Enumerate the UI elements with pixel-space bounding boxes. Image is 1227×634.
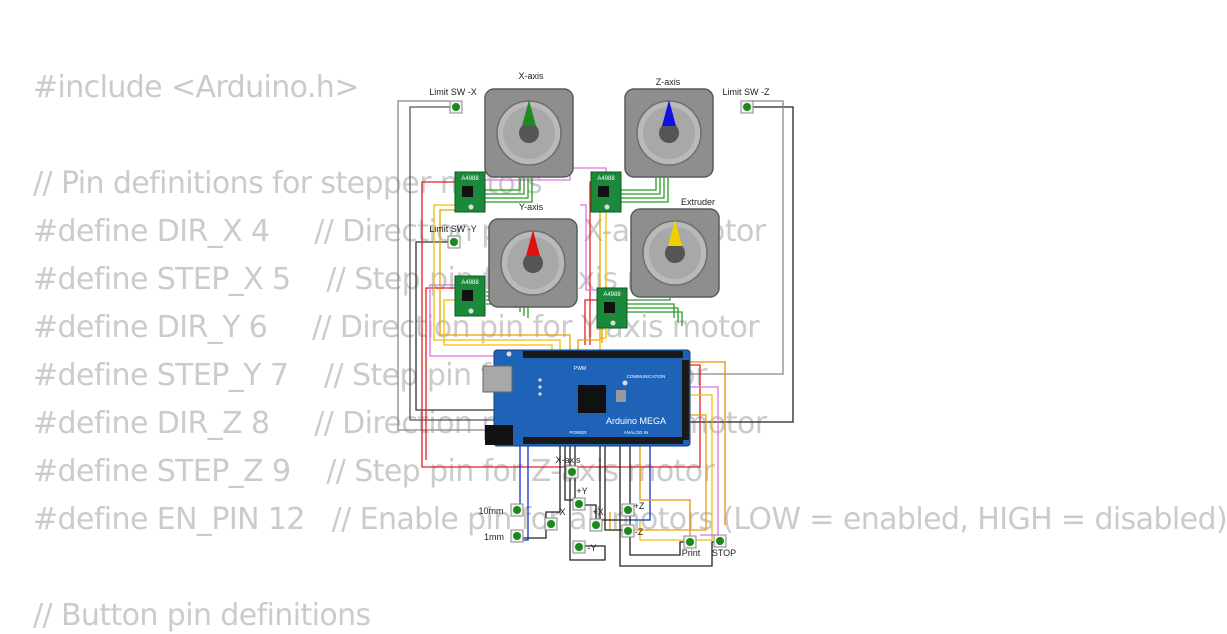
wires — [397, 100, 794, 567]
code-line: #define EN_PIN 12 // Enable pin for all … — [33, 502, 1227, 537]
button-label: +X — [592, 507, 603, 517]
button-plus-y[interactable] — [572, 497, 586, 511]
button-label: -Z — [635, 527, 644, 537]
driver-extruder: A4988 — [596, 287, 628, 329]
button-label: 10mm — [478, 506, 503, 516]
motor-pointer — [662, 100, 676, 126]
motor-pointer — [526, 230, 540, 256]
motor-pointer — [668, 220, 682, 246]
button-1mm[interactable] — [510, 529, 524, 543]
board-power-label: POWER — [569, 430, 587, 435]
button-minus-x[interactable] — [544, 517, 558, 531]
button-print[interactable] — [683, 535, 697, 549]
button-minus-y[interactable] — [572, 540, 586, 554]
limit-switch-label-y: Limit SW -Y — [429, 224, 477, 234]
board-name: Arduino MEGA — [606, 416, 666, 426]
button-stop[interactable] — [713, 534, 727, 548]
limit-switch-label-x: Limit SW -X — [429, 87, 477, 97]
button-label: Print — [682, 548, 701, 558]
button-label: X-axis — [555, 455, 581, 465]
usb-port — [482, 365, 513, 393]
driver-label: A4988 — [597, 176, 615, 182]
limit-switch-y[interactable] — [447, 235, 461, 249]
button-label: STOP — [712, 548, 736, 558]
driver-label: A4988 — [603, 292, 621, 298]
motor-label-y: Y-axis — [519, 202, 544, 212]
driver-y: A4988 — [454, 275, 486, 317]
button-10mm[interactable] — [510, 503, 524, 517]
driver-x: A4988 — [454, 171, 486, 213]
stepper-motor-extruder — [630, 208, 720, 298]
stepper-motor-y — [488, 218, 578, 308]
driver-label: A4988 — [461, 176, 479, 182]
arduino-mega-board: Arduino MEGA PWM COMMUNICATION POWER ANA… — [482, 349, 691, 447]
stepper-motor-x — [484, 88, 574, 178]
board-analog-label: ANALOG IN — [624, 430, 649, 435]
limit-switch-label-z: Limit SW -Z — [723, 87, 770, 97]
button-label: -X — [557, 507, 566, 517]
code-line: #define DIR_Y 6 // Direction pin for Y-a… — [33, 310, 760, 345]
code-line: // Button pin definitions — [33, 598, 371, 633]
driver-label: A4988 — [461, 280, 479, 286]
button-label: -Y — [588, 543, 597, 553]
limit-switch-z[interactable] — [740, 100, 754, 114]
stepper-motor-z — [624, 88, 714, 178]
button-label: 1mm — [484, 532, 504, 542]
button-label: +Y — [576, 486, 587, 496]
limit-switch-x[interactable] — [449, 100, 463, 114]
motor-label-x: X-axis — [518, 71, 544, 81]
code-line: #include <Arduino.h> — [33, 70, 359, 105]
wiring-diagram: X-axis Z-axis Y-axis Extruder A4988 A4 — [397, 71, 794, 567]
motor-label-extruder: Extruder — [681, 197, 715, 207]
board-comm-label: COMMUNICATION — [627, 374, 666, 379]
button-x-axis[interactable] — [565, 465, 579, 479]
button-plus-x[interactable] — [589, 518, 603, 532]
driver-z: A4988 — [590, 171, 622, 213]
motor-pointer — [522, 100, 536, 126]
button-minus-z[interactable] — [621, 524, 635, 538]
mcu-chip — [578, 385, 606, 413]
button-plus-z[interactable] — [621, 503, 635, 517]
button-label: +Z — [634, 501, 645, 511]
board-pwm-label: PWM — [574, 366, 586, 372]
power-jack — [485, 425, 513, 445]
motor-label-z: Z-axis — [656, 77, 681, 87]
